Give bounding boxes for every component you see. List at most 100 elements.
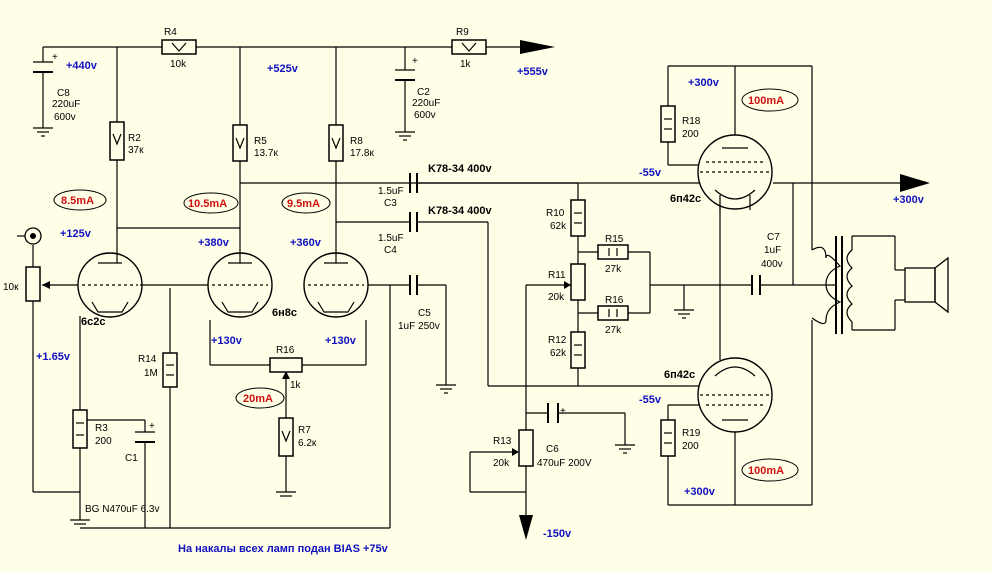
tube-label-6p42c-top: 6п42с: [670, 193, 701, 205]
c2-label: C2: [417, 87, 430, 98]
cap-top-type: K78-34 400v: [428, 163, 492, 175]
r9-value: 1k: [460, 59, 472, 70]
c2-value: 220uF: [412, 98, 440, 109]
current-100-top: 100mA: [748, 95, 784, 107]
voltage-360: +360v: [290, 237, 322, 249]
c1-label: C1: [125, 453, 138, 464]
c5-label: C5: [418, 308, 431, 319]
current-20: 20mA: [243, 393, 273, 405]
resistor-r5: [232, 124, 248, 162]
r4-value: 10k: [170, 59, 187, 70]
tube-label-6c2c: 6с2с: [81, 316, 105, 328]
voltage-525: +525v: [267, 63, 299, 75]
current-ellipse-20: [235, 387, 285, 409]
c7-label: C7: [767, 232, 780, 243]
r8-value: 17.8к: [350, 148, 374, 159]
voltage-150: -150v: [543, 528, 572, 540]
resistor-r4: [161, 39, 197, 55]
voltage-165: +1.65v: [36, 351, 71, 363]
resistor-r16-pot: [269, 357, 303, 373]
output-transformer: [811, 235, 905, 334]
resistor-r18: [660, 105, 676, 143]
resistor-r2: [109, 121, 125, 161]
c8-value: 220uF: [52, 99, 80, 110]
bias-network-wiring: [469, 183, 720, 540]
r5-value: 13.7к: [254, 148, 278, 159]
resistor-r13: [518, 429, 534, 467]
current-105: 10.5mA: [188, 198, 227, 210]
c8-voltage: 600v: [54, 112, 76, 123]
r4-label: R4: [164, 27, 177, 38]
c2-plus: +: [412, 56, 418, 67]
current-ellipse-100-top: [741, 88, 799, 112]
voltage-380: +380v: [198, 237, 230, 249]
r10-value: 62k: [550, 221, 567, 232]
c5-value: 1uF 250v: [398, 321, 440, 332]
c3-value: 1.5uF: [378, 186, 404, 197]
volume-pot[interactable]: [25, 266, 41, 302]
tube-6c2c: [77, 252, 143, 318]
c6-label: C6: [546, 444, 559, 455]
c1-value: BG N470uF 6.3v: [85, 504, 159, 515]
r14-value: 1M: [144, 368, 158, 379]
r2-value: 37к: [128, 145, 144, 156]
r3-value: 200: [95, 436, 112, 447]
r12-label: R12: [548, 335, 567, 346]
input-jack[interactable]: [17, 227, 42, 245]
voltage-125: +125v: [60, 228, 92, 240]
voltage-55-top: -55v: [639, 167, 662, 179]
resistor-r19: [660, 419, 676, 457]
r19-label: R19: [682, 428, 701, 439]
c6-value: 470uF 200V: [537, 458, 592, 469]
r15-value: 27k: [605, 264, 622, 275]
resistor-r10: [570, 199, 586, 237]
resistor-r3: [72, 409, 88, 449]
input-stage-wiring: [32, 47, 390, 529]
r5-label: R5: [254, 136, 267, 147]
current-100-bottom: 100mA: [748, 465, 784, 477]
output-tube-bottom: [697, 357, 773, 433]
r9-label: R9: [456, 27, 469, 38]
output-stage-wiring: [578, 65, 930, 506]
resistor-r15: [597, 244, 629, 260]
r18-value: 200: [682, 129, 699, 140]
c6-plus: +: [560, 406, 566, 417]
c7-voltage: 400v: [761, 259, 783, 270]
r7-label: R7: [298, 425, 311, 436]
r7-value: 6.2к: [298, 438, 317, 449]
resistor-r9: [451, 39, 487, 55]
r11-value: 20k: [548, 292, 565, 303]
r19-value: 200: [682, 441, 699, 452]
output-tube-top: [697, 134, 773, 210]
cap-bot-type: K78-34 400v: [428, 205, 492, 217]
current-ellipse-100-bottom: [741, 458, 799, 482]
current-95: 9.5mA: [287, 198, 320, 210]
voltage-440: +440v: [66, 60, 98, 72]
voltage-130b: +130v: [325, 335, 357, 347]
r11-label: R11: [548, 270, 566, 281]
current-ellipse-95: [281, 192, 331, 214]
pot-label: 10к: [3, 282, 19, 293]
resistor-r12: [570, 331, 586, 369]
r8-label: R8: [350, 136, 363, 147]
r13-label: R13: [493, 436, 512, 447]
r18-label: R18: [682, 116, 701, 127]
c4-label: C4: [384, 245, 397, 256]
speaker-icon: [904, 256, 949, 314]
resistor-r16b: [597, 305, 629, 321]
r10-label: R10: [546, 208, 565, 219]
voltage-300-bottom: +300v: [684, 486, 716, 498]
c2-voltage: 600v: [414, 110, 436, 121]
resistor-r14: [162, 352, 178, 388]
voltage-130a: +130v: [211, 335, 243, 347]
resistor-r7: [278, 417, 294, 457]
r16-label: R16: [276, 345, 295, 356]
voltage-300-top: +300v: [688, 77, 720, 89]
voltage-555: +555v: [517, 66, 549, 78]
c3-label: C3: [384, 198, 397, 209]
bias-note: На накалы всех ламп подан BIAS +75v: [178, 543, 389, 555]
supply-rail: [33, 40, 555, 141]
r3-label: R3: [95, 423, 108, 434]
c8-label: C8: [57, 88, 70, 99]
current-85: 8.5mA: [61, 195, 94, 207]
